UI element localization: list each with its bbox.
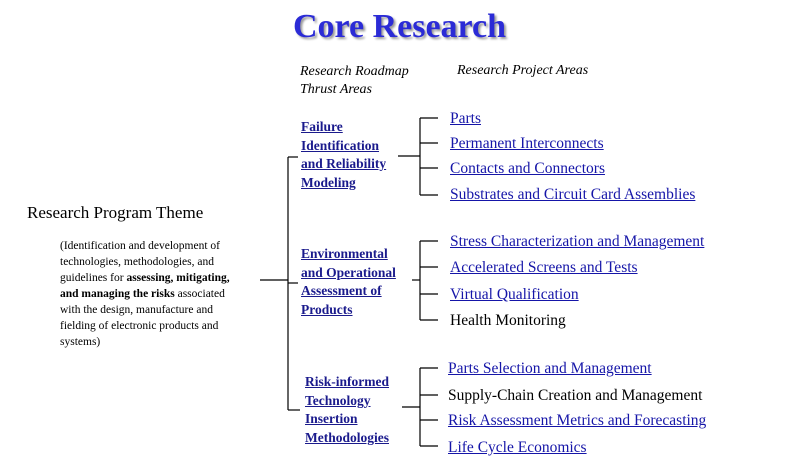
thrust-line: Environmental [301,246,388,261]
project-virtual-qualification[interactable]: Virtual Qualification [450,286,579,303]
theme-title: Research Program Theme [27,203,204,222]
thrust-environmental-assessment[interactable]: Environmental and Operational Assessment… [301,245,396,319]
thrust-areas-header: Research Roadmap Thrust Areas [300,63,409,99]
thrust-line: Identification [301,137,380,153]
project-substrates-circuit-cards[interactable]: Substrates and Circuit Card Assemblies [450,186,696,203]
thrust-line: Methodologies [305,429,389,445]
theme-desc-part1: (Identification and development of techn… [60,240,220,284]
project-permanent-interconnects[interactable]: Permanent Interconnects [450,135,604,152]
thrust-line: Failure [301,119,343,134]
theme-desc-bold: assessing, mitigating, and managing the … [60,272,230,300]
project-contacts-connectors[interactable]: Contacts and Connectors [450,160,605,177]
thrust-header-line2: Thrust Areas [300,82,372,97]
page-title: Core Research [292,8,507,45]
project-parts-selection[interactable]: Parts Selection and Management [448,360,652,377]
thrust-failure-identification[interactable]: Failure Identification and Reliability M… [301,118,386,192]
thrust-line: Technology [305,392,371,408]
thrust-line: Products [301,301,353,317]
project-areas-header: Research Project Areas [457,63,589,78]
project-supply-chain: Supply-Chain Creation and Management [448,387,703,404]
project-parts[interactable]: Parts [450,110,481,127]
project-stress-characterization[interactable]: Stress Characterization and Management [450,233,705,250]
thrust-risk-informed-insertion[interactable]: Risk-informed Technology Insertion Metho… [305,373,389,447]
thrust-line: Risk-informed [305,374,389,389]
thrust-line: Modeling [301,174,356,190]
project-life-cycle-economics[interactable]: Life Cycle Economics [448,439,587,456]
project-risk-assessment-metrics[interactable]: Risk Assessment Metrics and Forecasting [448,412,707,429]
project-health-monitoring: Health Monitoring [450,312,566,329]
thrust-line: and Reliability [301,156,387,171]
thrust-line: and Operational [301,264,396,280]
thrust-line: Insertion [305,411,358,426]
theme-desc-part2: associated with the design, manufacture … [60,288,225,348]
thrust-line: Assessment of [301,283,382,298]
thrust-header-line1: Research Roadmap [300,64,409,79]
project-accelerated-screens[interactable]: Accelerated Screens and Tests [450,259,638,276]
theme-description: (Identification and development of techn… [60,238,245,350]
